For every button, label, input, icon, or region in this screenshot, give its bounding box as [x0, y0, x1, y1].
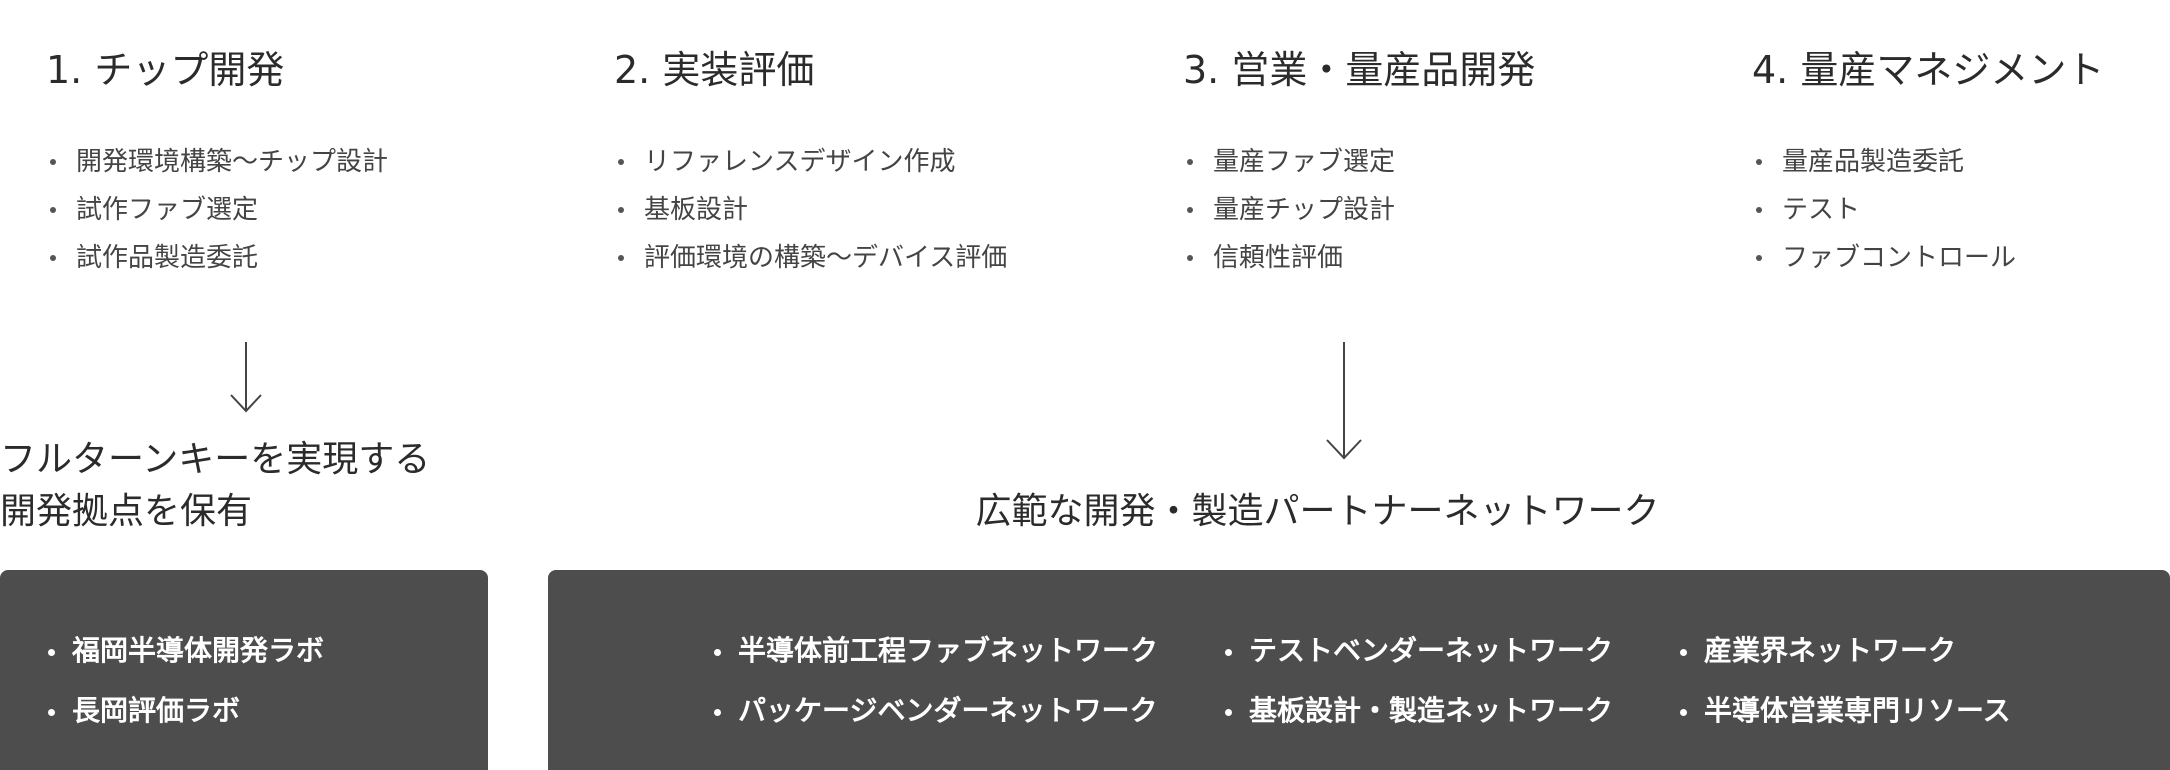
partner-network-panel: 半導体前工程ファブネットワーク パッケージベンダーネットワーク テストベンダーネ… [548, 570, 2170, 770]
phase-title: 4. 量産マネジメント [1752, 48, 2105, 92]
list-item: 試作品製造委託 [46, 234, 586, 282]
lab-panel: 福岡半導体開発ラボ 長岡評価ラボ [0, 570, 488, 770]
list-item: 基板設計・製造ネットワーク [1221, 681, 1613, 741]
phase-items: 量産ファブ選定 量産チップ設計 信頼性評価 [1183, 138, 1723, 282]
list-item: 半導体前工程ファブネットワーク [710, 621, 1158, 681]
list-item: 量産チップ設計 [1183, 186, 1723, 234]
list-item: テストベンダーネットワーク [1221, 621, 1613, 681]
list-item: 産業界ネットワーク [1676, 621, 2011, 681]
down-arrow-icon [1326, 342, 1362, 460]
phase-4: 4. 量産マネジメント 量産品製造委託 テスト ファブコントロール [1752, 38, 2162, 282]
phase-title: 1. チップ開発 [46, 48, 285, 92]
phase-title: 3. 営業・量産品開発 [1183, 48, 1536, 92]
list-item: 評価環境の構築〜デバイス評価 [614, 234, 1154, 282]
list-item: 量産品製造委託 [1752, 138, 2162, 186]
caption-line: フルターンキーを実現する [0, 439, 431, 480]
caption-line: 開発拠点を保有 [0, 491, 253, 532]
lab-list: 福岡半導体開発ラボ 長岡評価ラボ [44, 621, 324, 741]
phase-items: リファレンスデザイン作成 基板設計 評価環境の構築〜デバイス評価 [614, 138, 1154, 282]
caption-text: 広範な開発・製造パートナーネットワーク [975, 491, 1660, 532]
list-item: 信頼性評価 [1183, 234, 1723, 282]
phase-2: 2. 実装評価 リファレンスデザイン作成 基板設計 評価環境の構築〜デバイス評価 [614, 38, 1154, 282]
phase-1: 1. チップ開発 開発環境構築〜チップ設計 試作ファブ選定 試作品製造委託 [46, 38, 586, 282]
list-item: パッケージベンダーネットワーク [710, 681, 1158, 741]
list-item: テスト [1752, 186, 2162, 234]
list-item: 半導体営業専門リソース [1676, 681, 2011, 741]
list-item: 基板設計 [614, 186, 1154, 234]
list-item: 福岡半導体開発ラボ [44, 621, 324, 681]
down-arrow-icon [230, 342, 262, 413]
list-item: 長岡評価ラボ [44, 681, 324, 741]
partner-column-1: 半導体前工程ファブネットワーク パッケージベンダーネットワーク [710, 621, 1158, 741]
list-item: 開発環境構築〜チップ設計 [46, 138, 586, 186]
partner-column-3: 産業界ネットワーク 半導体営業専門リソース [1676, 621, 2011, 741]
left-caption: フルターンキーを実現する 開発拠点を保有 [0, 434, 430, 538]
phase-items: 開発環境構築〜チップ設計 試作ファブ選定 試作品製造委託 [46, 138, 586, 282]
phase-3: 3. 営業・量産品開発 量産ファブ選定 量産チップ設計 信頼性評価 [1183, 38, 1723, 282]
right-caption: 広範な開発・製造パートナーネットワーク [0, 486, 2170, 538]
phase-title: 2. 実装評価 [614, 48, 815, 92]
list-item: 量産ファブ選定 [1183, 138, 1723, 186]
list-item: リファレンスデザイン作成 [614, 138, 1154, 186]
list-item: ファブコントロール [1752, 234, 2162, 282]
list-item: 試作ファブ選定 [46, 186, 586, 234]
partner-column-2: テストベンダーネットワーク 基板設計・製造ネットワーク [1221, 621, 1613, 741]
phase-items: 量産品製造委託 テスト ファブコントロール [1752, 138, 2162, 282]
